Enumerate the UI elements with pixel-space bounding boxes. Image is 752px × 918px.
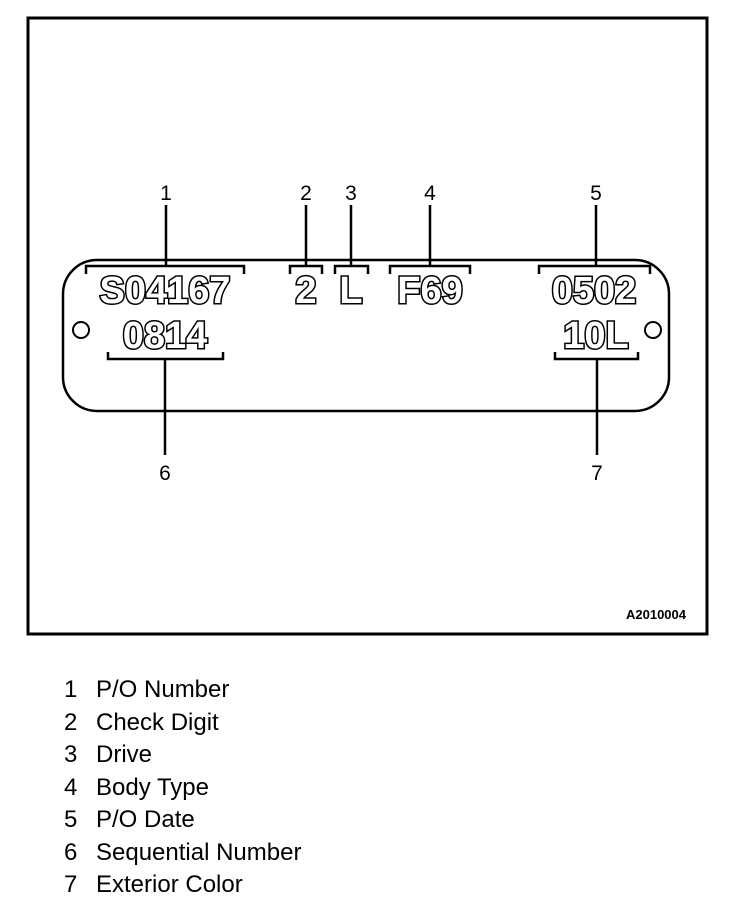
legend-item: 4 Body Type bbox=[64, 772, 301, 805]
legend-label: Check Digit bbox=[96, 708, 219, 736]
code-body-type: F69 bbox=[397, 270, 462, 312]
callout-2: 2 bbox=[300, 182, 312, 205]
code-sequential-number: 0814 bbox=[123, 315, 208, 357]
legend-label: P/O Number bbox=[96, 676, 230, 703]
legend-item: 1 P/O Number bbox=[64, 674, 301, 707]
legend-label: Exterior Color bbox=[96, 871, 243, 898]
callout-3: 3 bbox=[345, 182, 357, 205]
code-po-number: S04167 bbox=[99, 270, 230, 312]
figure-frame bbox=[26, 16, 709, 636]
id-plate bbox=[61, 258, 671, 413]
legend-number: 6 bbox=[64, 838, 78, 866]
legend-label: P/O Date bbox=[96, 806, 195, 833]
code-check-digit: 2 bbox=[295, 270, 316, 312]
callout-5: 5 bbox=[590, 182, 602, 205]
legend-item: 2 Check Digit bbox=[64, 707, 301, 740]
code-drive: L bbox=[339, 270, 362, 312]
leader-lines bbox=[163, 205, 599, 455]
plate-mounting-hole-right bbox=[644, 321, 662, 339]
legend-label: Body Type bbox=[96, 773, 209, 801]
legend-label: Sequential Number bbox=[96, 838, 302, 866]
callout-6: 6 bbox=[159, 462, 171, 485]
legend-number: 5 bbox=[64, 806, 78, 833]
legend-item: 3 Drive bbox=[64, 739, 301, 772]
legend-number: 7 bbox=[64, 871, 78, 898]
legend-number: 2 bbox=[64, 708, 78, 736]
plate-mounting-hole-left bbox=[72, 321, 90, 339]
code-exterior-color: 10L bbox=[563, 315, 628, 357]
legend-item: 5 P/O Date bbox=[64, 804, 301, 837]
legend-number: 1 bbox=[64, 676, 78, 703]
callout-7: 7 bbox=[591, 462, 603, 485]
bracket-po-date bbox=[537, 264, 652, 274]
legend-number: 3 bbox=[64, 741, 78, 768]
legend-label: Drive bbox=[96, 741, 153, 768]
legend-list: 1 P/O Number 2 Check Digit 3 Drive 4 Body Ty… bbox=[64, 674, 301, 902]
figure-id: A2010004 bbox=[626, 607, 687, 622]
legend-item: 7 Exterior Color bbox=[64, 869, 301, 902]
legend-item: 6 Sequential Number bbox=[64, 837, 301, 870]
legend-number: 4 bbox=[64, 773, 78, 801]
code-po-date: 0502 bbox=[552, 270, 637, 312]
callout-1: 1 bbox=[160, 182, 172, 205]
callout-4: 4 bbox=[424, 182, 436, 205]
